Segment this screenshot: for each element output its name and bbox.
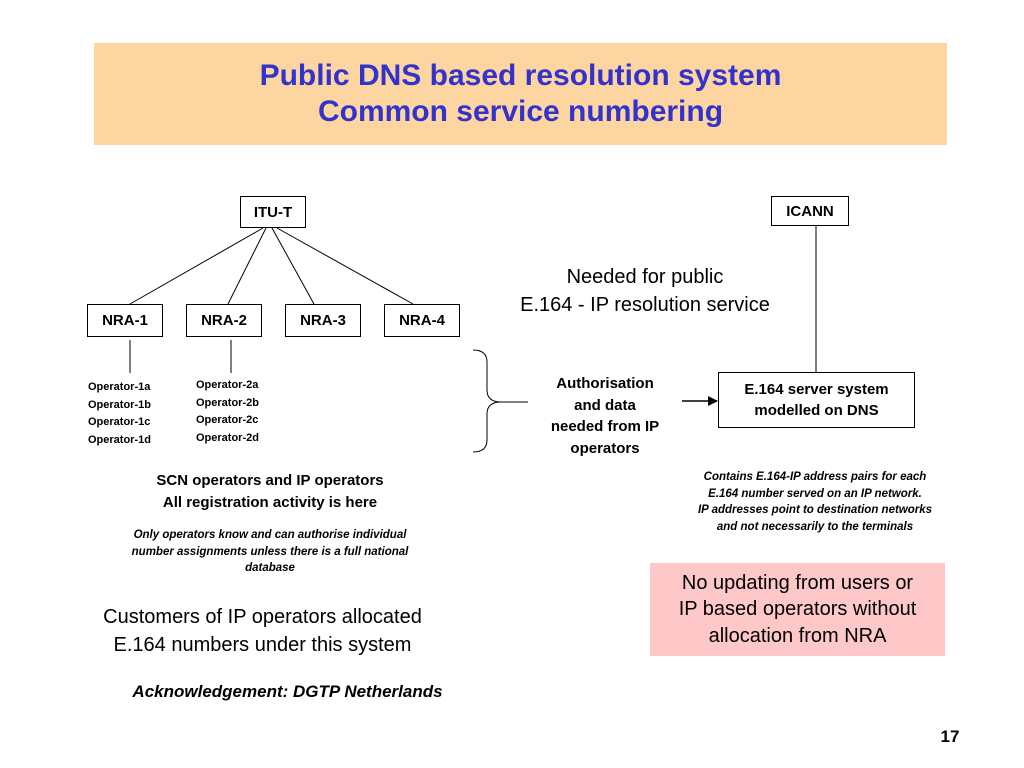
nra-1-label: NRA-1 [102,312,148,329]
nra-2-box: NRA-2 [186,304,262,337]
page-number: 17 [940,727,960,746]
e164-server-line-2: modelled on DNS [754,402,879,419]
authorisation-line-3: needed from IP [550,418,660,435]
contains-line-4: and not necessarily to the terminals [716,520,914,533]
needed-for-public-text: Needed for public E.164 - IP resolution … [490,263,800,319]
curly-brace [472,349,528,453]
nra-3-label: NRA-3 [300,312,346,329]
only-operators-line-3: database [245,562,295,574]
only-operators-note: Only operators know and can authorise in… [90,527,450,577]
scn-operators-text: SCN operators and IP operators All regis… [100,470,440,514]
line-itu-nra1 [129,227,264,305]
icann-box: ICANN [771,196,849,226]
title-line-2: Common service numbering [317,95,724,128]
customers-line-1: Customers of IP operators allocated [103,606,422,628]
line-itu-nra3 [271,227,315,305]
nra-4-label: NRA-4 [399,312,445,329]
title-banner: Public DNS based resolution system Commo… [94,43,947,145]
authorisation-line-4: operators [570,439,640,457]
contains-line-3: IP addresses point to destination networ… [697,504,933,516]
needed-line-1: Needed for public [566,266,724,288]
e164-server-box: E.164 server system modelled on DNS [718,372,915,428]
customers-text: Customers of IP operators allocated E.16… [60,603,465,659]
only-operators-line-1: Only operators know and can authorise in… [133,529,407,541]
nra-3-box: NRA-3 [285,304,361,337]
operator-item: Operator-1b [88,398,151,411]
authorisation-line-2: and data [574,396,636,414]
only-operators-line-2: number assignments unless there is a ful… [131,545,409,558]
contains-line-1: Contains E.164-IP address pairs for each [703,471,927,483]
acknowledgement-text: Acknowledgement: DGTP Netherlands [132,682,443,701]
nra-2-label: NRA-2 [201,312,247,329]
nra-1-box: NRA-1 [87,304,163,337]
authorisation-line-1: Authorisation [556,375,654,392]
nra-4-box: NRA-4 [384,304,460,337]
needed-line-2: E.164 - IP resolution service [520,294,770,316]
no-updating-line-2: IP based operators without [678,598,917,621]
nra2-operator-list: Operator-2a Operator-2b Operator-2c Oper… [196,377,259,447]
operator-item: Operator-2a [196,379,259,391]
itu-t-box: ITU-T [240,196,306,228]
customers-line-2: E.164 numbers under this system [113,634,412,656]
no-updating-line-3: allocation from NRA [708,624,887,647]
operator-item: Operator-1c [88,416,151,428]
line-itu-nra2 [227,227,267,305]
no-updating-box: No updating from users or IP based opera… [650,563,945,656]
contains-line-2: E.164 number served on an IP network. [708,487,922,500]
contains-note: Contains E.164-IP address pairs for each… [660,469,970,535]
operator-item: Operator-2b [196,396,259,409]
authorisation-text: Authorisation and data needed from IP op… [530,373,680,459]
no-updating-line-1: No updating from users or [681,571,914,594]
title-line-1: Public DNS based resolution system [259,59,782,92]
operator-item: Operator-1a [88,381,151,393]
line-itu-nra4 [276,227,414,305]
operator-item: Operator-2d [196,431,259,444]
scn-line-2: All registration activity is here [162,494,378,511]
operator-item: Operator-2c [196,414,259,426]
operator-item: Operator-1d [88,433,151,446]
no-updating-text: No updating from users or IP based opera… [679,570,917,650]
itu-t-label: ITU-T [253,203,293,221]
icann-label: ICANN [786,202,834,220]
e164-server-line-1: E.164 server system [744,381,889,398]
scn-line-1: SCN operators and IP operators [156,472,384,489]
nra1-operator-list: Operator-1a Operator-1b Operator-1c Oper… [88,379,151,449]
